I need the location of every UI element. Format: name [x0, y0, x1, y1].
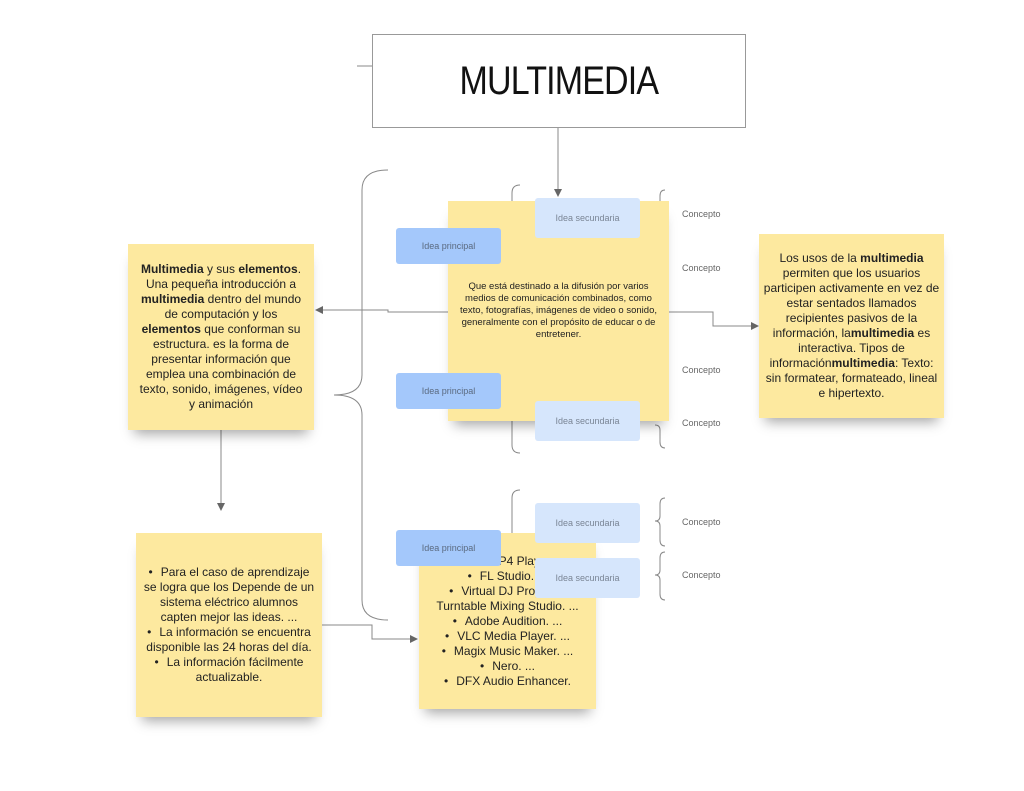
bottom-left-note[interactable]: Para el caso de aprendizaje se logra que…	[136, 533, 322, 717]
center-note-text: Que está destinado a la difusión por var…	[460, 281, 657, 340]
list-item: VLC Media Player. ...	[427, 629, 588, 644]
title: MULTIMEDIA	[459, 58, 660, 103]
list-item: La información fácilmente actualizable.	[142, 655, 316, 685]
brace-3	[511, 489, 521, 555]
idea-secundaria-2[interactable]: Idea secundaria	[535, 401, 640, 441]
arrow-to-left-note	[315, 306, 448, 314]
arrow-to-right-note	[669, 311, 759, 330]
idea-secundaria-1[interactable]: Idea secundaria	[535, 198, 640, 238]
concepto-3[interactable]: Concepto	[682, 365, 721, 375]
concepto-1[interactable]: Concepto	[682, 209, 721, 219]
advantages-list: Para el caso de aprendizaje se logra que…	[142, 565, 316, 685]
concepto-6[interactable]: Concepto	[682, 570, 721, 580]
brace-2	[511, 395, 521, 454]
concepto-2[interactable]: Concepto	[682, 263, 721, 273]
left-note-text: Multimedia y sus elementos. Una pequeña …	[139, 262, 303, 411]
right-note-text: Los usos de la multimedia permiten que l…	[763, 251, 940, 400]
list-item: Magix Music Maker. ...	[427, 644, 588, 659]
list-item: FL Studio. ...	[427, 569, 588, 584]
big-brace	[333, 169, 389, 621]
arrow-to-bottom-center	[322, 624, 418, 643]
idea-secundaria-4[interactable]: Idea secundaria	[535, 558, 640, 598]
concepto-4[interactable]: Concepto	[682, 418, 721, 428]
idea-principal-2[interactable]: Idea principal	[396, 373, 501, 409]
list-item: Adobe Audition. ...	[427, 614, 588, 629]
idea-principal-1[interactable]: Idea principal	[396, 228, 501, 264]
list-item: La información se encuentra disponible l…	[142, 625, 316, 655]
idea-secundaria-3[interactable]: Idea secundaria	[535, 503, 640, 543]
right-note[interactable]: Los usos de la multimedia permiten que l…	[759, 234, 944, 418]
list-item: Nero. ...	[427, 659, 588, 674]
brace-1	[511, 184, 521, 250]
concepto-5[interactable]: Concepto	[682, 517, 721, 527]
title-box[interactable]: MULTIMEDIA	[372, 34, 746, 128]
list-item: DFX Audio Enhancer.	[427, 674, 588, 689]
list-item: Para el caso de aprendizaje se logra que…	[142, 565, 316, 625]
idea-principal-3[interactable]: Idea principal	[396, 530, 501, 566]
left-note[interactable]: Multimedia y sus elementos. Una pequeña …	[128, 244, 314, 430]
